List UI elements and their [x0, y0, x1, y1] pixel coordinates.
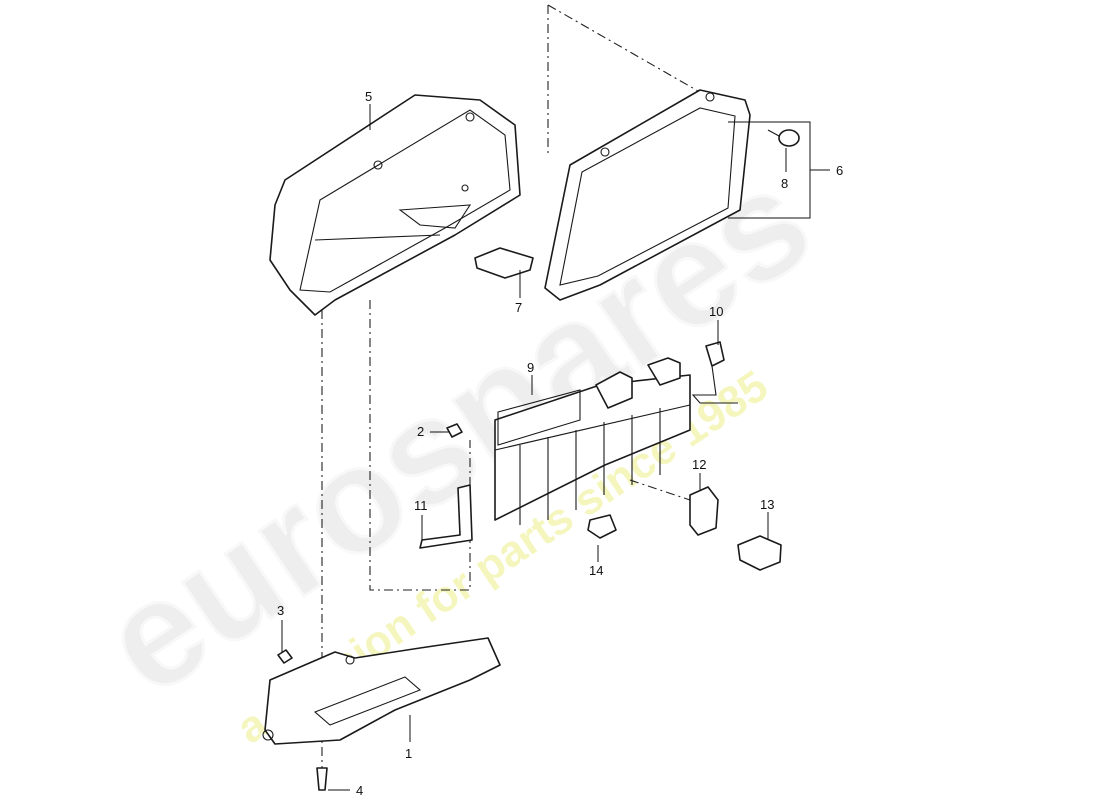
- callout-numbers: 1 2 3 4 5 6 7 8 9 10 11 12 13 14: [277, 89, 843, 798]
- part-1-base-plate: [262, 637, 501, 745]
- callout-7: 7: [515, 300, 522, 315]
- callout-2: 2: [417, 424, 424, 439]
- callout-14: 14: [589, 563, 603, 578]
- part-4-screw: [316, 767, 328, 791]
- part-6-frame: [544, 89, 751, 301]
- part-2-nut: [446, 423, 463, 438]
- part-7-pad: [474, 247, 534, 279]
- callout-10: 10: [709, 304, 723, 319]
- part-14-fuse: [587, 514, 617, 539]
- callout-leaders: [281, 104, 830, 791]
- part-11-bracket: [419, 484, 473, 549]
- callout-5: 5: [365, 89, 372, 104]
- callout-9: 9: [527, 360, 534, 375]
- callout-12: 12: [692, 457, 706, 472]
- part-9-fuse-box: [494, 357, 691, 525]
- part-10-bracket: [691, 341, 738, 404]
- callout-6: 6: [836, 163, 843, 178]
- part-5-housing: [269, 94, 521, 316]
- callout-8: 8: [781, 176, 788, 191]
- callout-13: 13: [760, 497, 774, 512]
- part-13-relay: [737, 535, 782, 571]
- part-12-relay: [689, 486, 719, 536]
- part-8-clip: [767, 129, 800, 147]
- callout-1: 1: [405, 746, 412, 761]
- part-3-bolt: [277, 649, 293, 664]
- callout-11: 11: [414, 498, 428, 513]
- callout-3: 3: [277, 603, 284, 618]
- callout-4: 4: [356, 783, 363, 798]
